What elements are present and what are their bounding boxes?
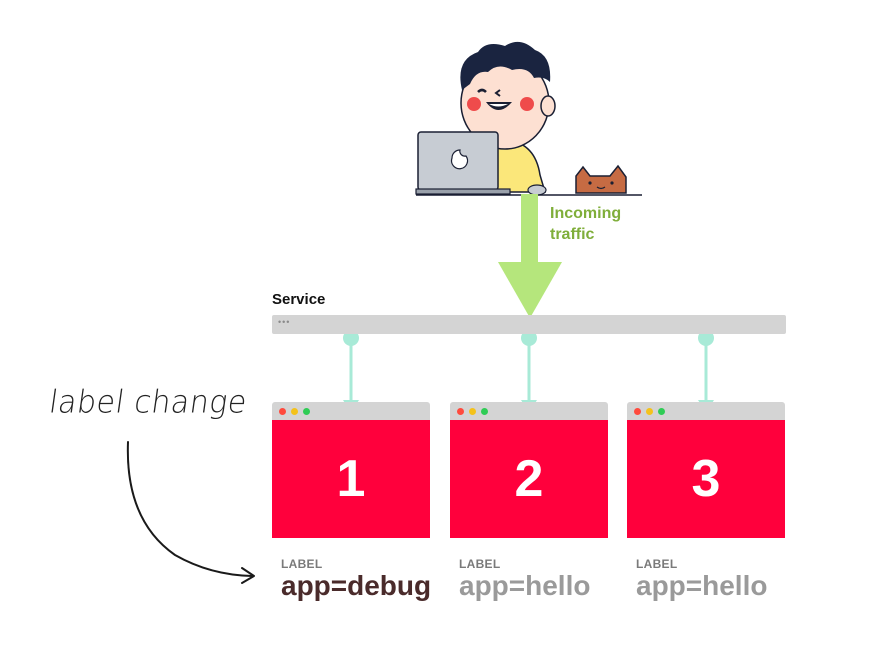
pod-2-label-caption: LABEL [459, 557, 501, 571]
service-bar: ••• [272, 315, 786, 334]
pod-1-number: 1 [336, 450, 366, 508]
connector-1 [343, 330, 359, 413]
minimize-dot-icon [646, 408, 653, 415]
pod-3-label-caption: LABEL [636, 557, 678, 571]
laptop-illustration [415, 131, 511, 195]
service-bar-dots: ••• [278, 317, 291, 327]
pod-2-number: 2 [514, 450, 544, 508]
pod-1-body: 1 [272, 420, 430, 538]
pod-1-label-value: app=debug [281, 570, 432, 601]
close-dot-icon [457, 408, 464, 415]
cat-illustration [575, 164, 627, 194]
close-dot-icon [634, 408, 641, 415]
pod-2-label: LABEL app=hello [459, 557, 590, 601]
incoming-traffic-line1: Incoming [550, 205, 622, 222]
pod-1-titlebar [272, 402, 430, 420]
incoming-traffic-line2: traffic [550, 226, 595, 243]
pod-1-label: LABEL app=debug [281, 557, 431, 601]
connector-2 [521, 330, 537, 413]
incoming-traffic-arrow [498, 194, 562, 318]
incoming-traffic-label: Incoming traffic [550, 203, 660, 245]
pod-1: 1 [272, 402, 430, 538]
pod-1-label-caption: LABEL [281, 557, 323, 571]
pod-3: 3 [627, 402, 785, 538]
pod-3-label: LABEL app=hello [636, 557, 767, 601]
minimize-dot-icon [469, 408, 476, 415]
service-connectors [343, 330, 714, 413]
pod-2-label-value: app=hello [459, 570, 591, 601]
maximize-dot-icon [658, 408, 665, 415]
pod-2-body: 2 [450, 420, 608, 538]
service-label: Service [272, 291, 326, 308]
pod-3-number: 3 [691, 450, 721, 508]
close-dot-icon [279, 408, 286, 415]
pod-3-body: 3 [627, 420, 785, 538]
maximize-dot-icon [303, 408, 310, 415]
pod-3-label-value: app=hello [636, 570, 768, 601]
pod-2: 2 [450, 402, 608, 538]
minimize-dot-icon [291, 408, 298, 415]
label-change-arrow [126, 441, 255, 584]
pod-3-titlebar [627, 402, 785, 420]
label-change-note: label change [46, 384, 250, 421]
maximize-dot-icon [481, 408, 488, 415]
mouse-illustration [527, 184, 547, 196]
pod-2-titlebar [450, 402, 608, 420]
connector-3 [698, 330, 714, 413]
